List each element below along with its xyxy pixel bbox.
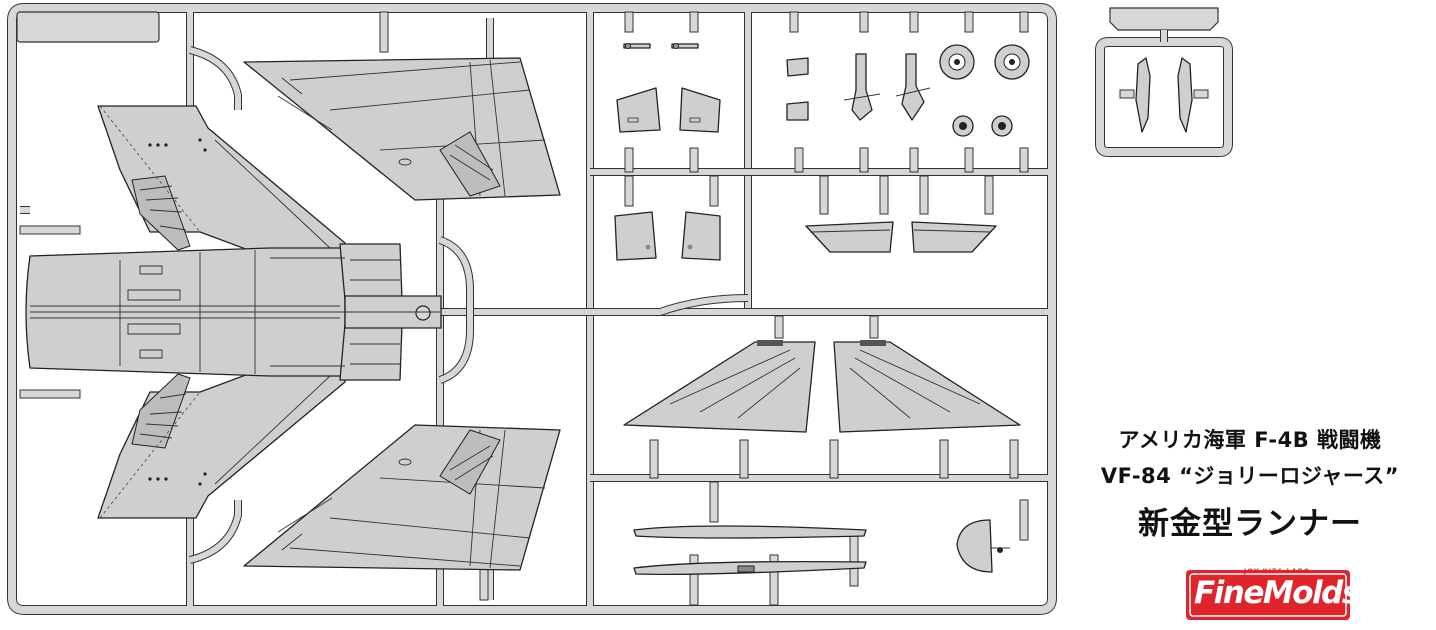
small-sprue-frame xyxy=(1095,7,1233,157)
landing-gear-box xyxy=(786,44,1030,137)
outer-wing-upper xyxy=(243,57,561,201)
pylon-parts xyxy=(633,519,1010,576)
finemolds-logo-shape xyxy=(1186,570,1350,620)
caption-line-3: 新金型ランナー xyxy=(1138,506,1362,542)
lower-wing-part xyxy=(25,105,442,519)
caption-line-1: アメリカ海軍 F-4B 戦闘機 xyxy=(1118,428,1382,452)
stabilator-parts xyxy=(623,340,1021,433)
logo-subtext: JOY KITS LABO. xyxy=(1244,567,1314,575)
flap-parts xyxy=(805,221,997,253)
outer-wing-lower xyxy=(243,424,561,571)
caption-line-2: VF-84 “ジョリーロジャース” xyxy=(1100,464,1400,488)
logo-text: FineMolds xyxy=(1194,575,1360,611)
small-parts-top xyxy=(614,43,721,261)
finemolds-logo: JOY KITS LABO. FineMolds xyxy=(1186,567,1360,620)
